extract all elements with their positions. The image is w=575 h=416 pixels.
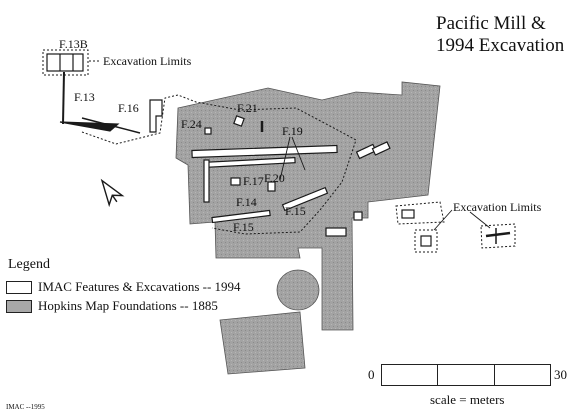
leader-lines <box>89 60 491 231</box>
label-f17: F.17 <box>243 174 264 188</box>
limit-right-a <box>395 201 445 225</box>
legend-swatch-imac <box>6 280 32 294</box>
scale-caption: scale = meters <box>430 392 505 407</box>
legend-swatch-hopkins <box>6 299 32 313</box>
label-f20: F.20 <box>264 171 285 185</box>
legend-item-hopkins: Hopkins Map Foundations -- 1885 <box>6 298 218 314</box>
foundation-lower-block <box>219 311 306 375</box>
scale-min-label: 0 <box>368 367 375 382</box>
label-f15-b: F.15 <box>233 220 254 234</box>
feature-f21 <box>233 115 245 127</box>
feature-right-b <box>420 235 432 247</box>
leader-f19-a <box>279 136 291 181</box>
feature-east-box <box>353 211 363 221</box>
label-excavation-limits-top: Excavation Limits <box>103 54 192 68</box>
scale-max-label: 30 <box>554 367 567 382</box>
legend-label-imac: IMAC Features & Excavations -- 1994 <box>38 279 241 294</box>
legend-label-hopkins: Hopkins Map Foundations -- 1885 <box>38 298 218 313</box>
legend-item-imac: IMAC Features & Excavations -- 1994 <box>6 279 241 295</box>
limit-right-b <box>414 229 438 253</box>
map-title-line1: Pacific Mill & <box>436 13 546 34</box>
excavation-limits <box>42 49 516 253</box>
foundations-1885 <box>175 81 441 375</box>
label-f13b: F.13B <box>59 37 88 51</box>
label-f16: F.16 <box>118 101 139 115</box>
north-arrow-icon <box>100 178 125 208</box>
scale-segment <box>438 365 495 385</box>
feature-f24 <box>204 127 212 135</box>
features-1994 <box>46 53 511 247</box>
feature-west-post <box>203 159 210 203</box>
feature-f17 <box>230 177 241 186</box>
foundation-main-block <box>175 81 441 331</box>
label-f13: F.13 <box>74 90 95 104</box>
label-excavation-limits-right: Excavation Limits <box>453 200 542 214</box>
limit-main <box>81 94 357 235</box>
feature-f19-trench <box>191 144 338 159</box>
feature-east-trench-2 <box>371 141 391 156</box>
label-f14: F.14 <box>236 195 257 209</box>
feature-right-c <box>485 231 511 238</box>
label-f21: F.21 <box>237 101 258 115</box>
legend-title: Legend <box>8 257 50 272</box>
leader-f19-b <box>291 136 306 171</box>
label-f19: F.19 <box>282 124 303 138</box>
feature-f15-strip <box>281 186 329 212</box>
scale-segment <box>495 365 550 385</box>
feature-f20 <box>267 181 276 192</box>
feature-f14 <box>211 209 271 224</box>
foundation-round <box>276 269 320 311</box>
feature-right-a <box>401 209 415 219</box>
scale-bar <box>381 364 551 386</box>
leader-excav-right-a <box>433 209 453 231</box>
feature-f16 <box>149 99 163 133</box>
scale-segment <box>382 365 439 385</box>
feature-south-block <box>325 227 347 237</box>
limit-right-c <box>480 223 516 249</box>
label-f15-a: F.15 <box>285 204 306 218</box>
feature-f13b <box>46 53 84 72</box>
map-title-line2: 1994 Excavation <box>436 35 565 56</box>
leader-excav-right-b <box>469 211 491 229</box>
feature-f13-diagonal <box>81 117 141 134</box>
feature-f13-wedge <box>59 121 120 132</box>
limit-f13b <box>42 49 89 76</box>
map-credit: IMAC --1995 <box>6 403 45 411</box>
feature-f13-line <box>62 71 65 125</box>
label-f24: F.24 <box>181 117 202 131</box>
